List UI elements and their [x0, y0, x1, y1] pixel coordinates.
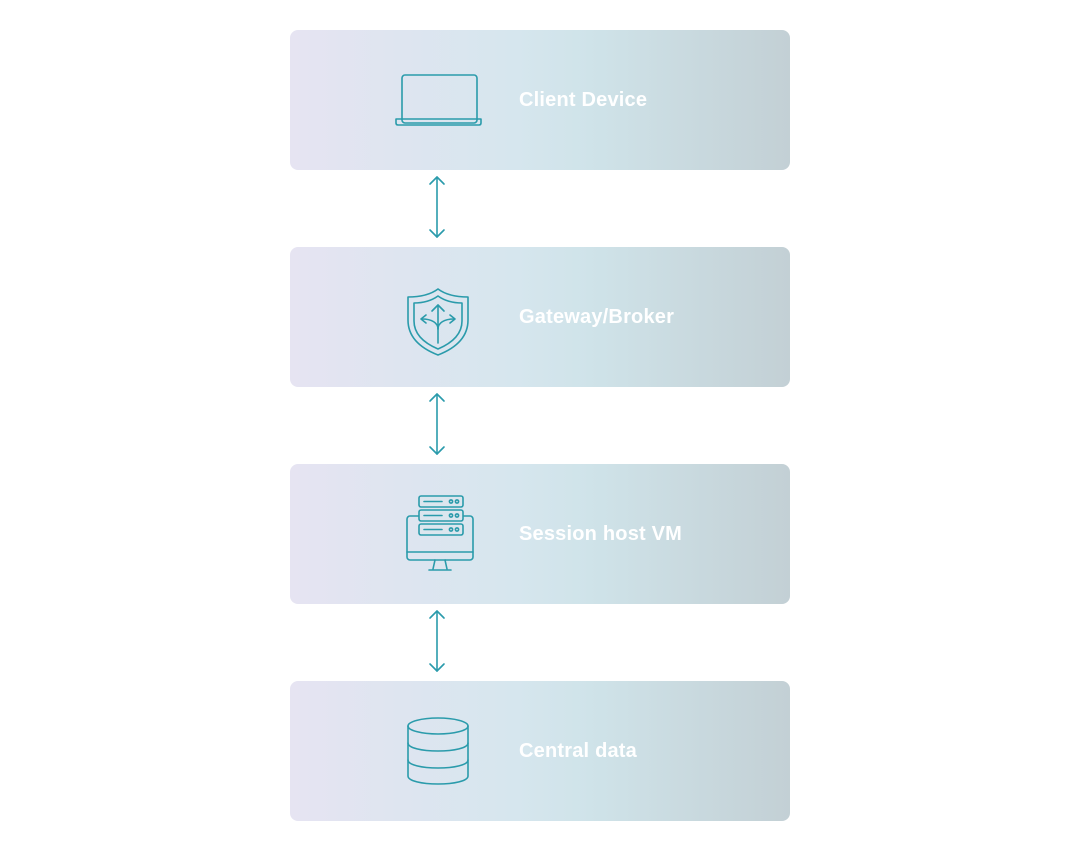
node-label: Central data — [519, 740, 637, 762]
node-central-data: Central data — [290, 681, 790, 821]
node-label: Client Device — [519, 89, 648, 111]
server-monitor-icon — [392, 494, 484, 574]
bidirectional-arrow-2 — [427, 392, 447, 456]
node-label: Session host VM — [519, 523, 683, 545]
database-icon — [392, 715, 484, 787]
laptop-icon — [392, 70, 484, 140]
node-session-host-vm: Session host VM — [290, 464, 790, 604]
node-client-device: Client Device — [290, 30, 790, 170]
node-gateway-broker: Gateway/Broker — [290, 247, 790, 387]
shield-arrows-icon — [392, 287, 484, 357]
bidirectional-arrow-1 — [427, 175, 447, 239]
node-label: Gateway/Broker — [519, 306, 675, 328]
bidirectional-arrow-3 — [427, 609, 447, 673]
